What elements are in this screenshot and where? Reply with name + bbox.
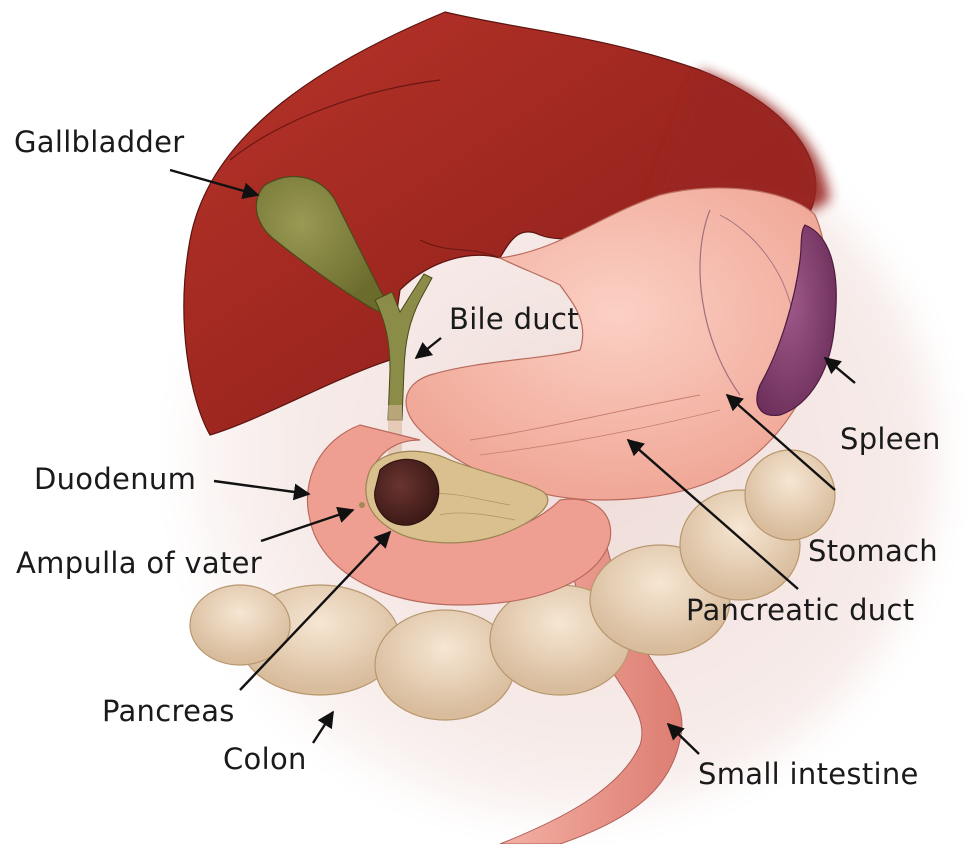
label-bile-duct: Bile duct bbox=[449, 302, 579, 336]
label-colon: Colon bbox=[223, 742, 307, 776]
gallbladder-leader bbox=[169, 168, 260, 199]
bile-duct-leader bbox=[414, 337, 442, 360]
pancreatic-duct-leader bbox=[626, 438, 799, 590]
spleen-shape bbox=[756, 224, 837, 416]
label-small-intestine: Small intestine bbox=[698, 757, 919, 791]
label-ampulla-of-vater: Ampulla of vater bbox=[16, 546, 263, 580]
ampulla-dot bbox=[359, 502, 365, 508]
duodenum-leader bbox=[213, 479, 311, 501]
label-stomach: Stomach bbox=[808, 534, 938, 568]
pancreas-leader bbox=[239, 530, 392, 691]
spleen-leader bbox=[823, 356, 856, 384]
label-duodenum: Duodenum bbox=[34, 462, 197, 496]
colon-leader bbox=[311, 710, 335, 744]
label-spleen: Spleen bbox=[840, 422, 941, 456]
ampulla-leader bbox=[260, 506, 355, 543]
tumor-shape bbox=[374, 458, 440, 526]
label-pancreatic-duct: Pancreatic duct bbox=[686, 593, 915, 627]
small-intestine-leader bbox=[666, 722, 700, 755]
label-gallbladder: Gallbladder bbox=[14, 125, 185, 159]
stomach-shape bbox=[405, 187, 828, 501]
liver-shape bbox=[183, 11, 830, 436]
stomach-leader bbox=[725, 393, 836, 491]
colon-shape bbox=[189, 449, 836, 721]
leader-lines bbox=[169, 168, 856, 755]
label-pancreas: Pancreas bbox=[102, 694, 235, 728]
pancreas-shape bbox=[359, 450, 549, 544]
